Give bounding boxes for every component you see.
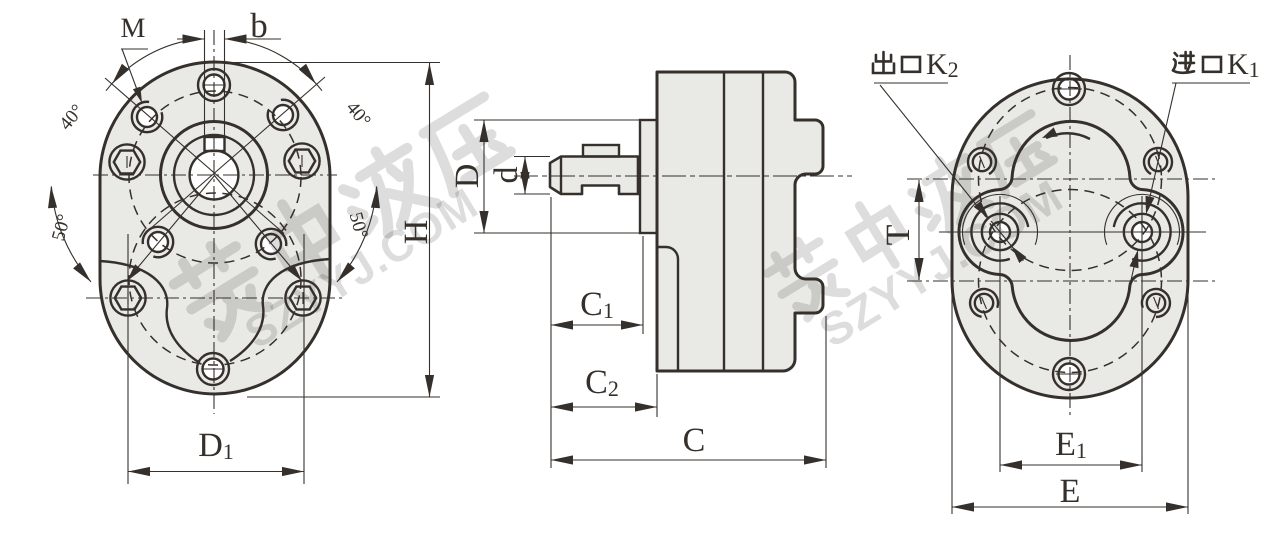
svg-text:M: M	[121, 13, 146, 44]
svg-text:T: T	[880, 224, 917, 245]
svg-text:D: D	[449, 164, 486, 189]
svg-text:C: C	[683, 422, 706, 459]
svg-text:d: d	[488, 167, 525, 184]
svg-text:H: H	[398, 220, 435, 245]
svg-text:b: b	[250, 6, 268, 45]
svg-text:D1: D1	[198, 427, 234, 464]
svg-text:E: E	[1060, 473, 1081, 510]
